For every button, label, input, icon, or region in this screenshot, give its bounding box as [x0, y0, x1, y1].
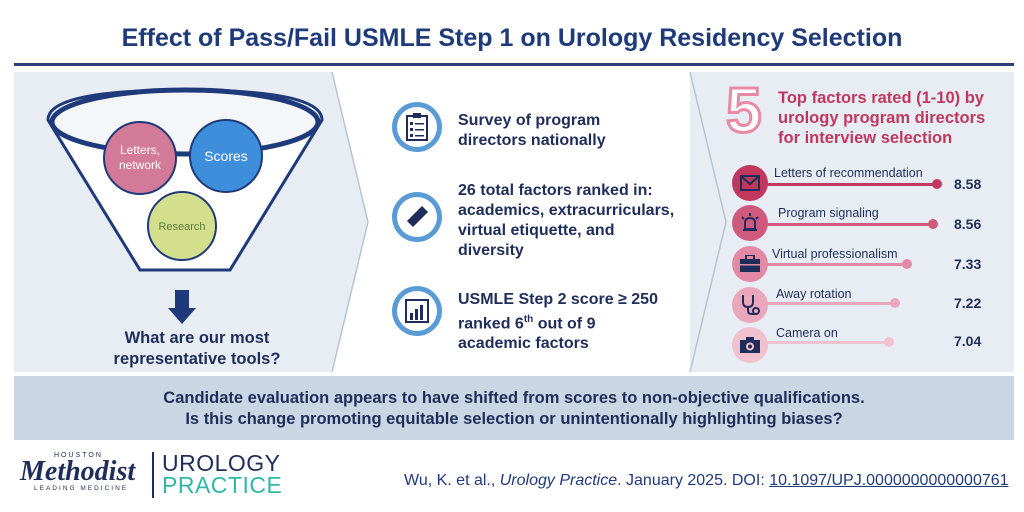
funnel-graphic: Letters, network Scores Research [46, 87, 324, 324]
briefcase-icon [732, 246, 768, 282]
funnel-circle-letters: Letters, [120, 143, 160, 157]
factor-dot-away [890, 298, 900, 308]
factor-value-camera: 7.04 [954, 333, 982, 349]
factor-bar-letters [766, 183, 936, 186]
conclusion-text: Candidate evaluation appears to have shi… [163, 389, 865, 428]
factor-bar-camera [766, 341, 888, 344]
factor-value-signaling: 8.56 [954, 216, 982, 232]
page-title: Effect of Pass/Fail USMLE Step 1 on Urol… [121, 24, 903, 52]
practice-logo-text: PRACTICE [162, 472, 283, 498]
factor-value-virtual: 7.33 [954, 256, 982, 272]
pencil-icon [392, 192, 442, 242]
factor-bar-away [766, 302, 894, 305]
funnel-circle-network: network [119, 158, 162, 172]
factor-dot-virtual [902, 259, 912, 269]
big-number-five: 5 [725, 74, 764, 146]
citation: Wu, K. et al., Urology Practice. January… [404, 472, 1009, 489]
houston-methodist-logo: HOUSTON Methodist LEADING MEDICINE [20, 452, 136, 492]
bar-chart-icon [392, 286, 442, 336]
chevron-divider-left [318, 72, 369, 372]
factor-label-virtual: Virtual professionalism [772, 247, 898, 261]
factor-dot-signaling [928, 219, 938, 229]
stethoscope-icon [732, 287, 768, 323]
alarm-light-icon [732, 205, 768, 241]
conclusion-band [14, 376, 1014, 440]
factor-value-away: 7.22 [954, 295, 982, 311]
factor-value-letters: 8.58 [954, 176, 982, 192]
doi-link[interactable]: 10.1097/UPJ.0000000000000761 [769, 472, 1009, 489]
factor-bar-signaling [766, 223, 932, 226]
clipboard-checklist-icon [392, 102, 442, 152]
factors-text: 26 total factors ranked in: academics, e… [458, 182, 675, 259]
title-divider [14, 63, 1014, 66]
usmle-text: USMLE Step 2 score ≥ 250 ranked 6th out … [458, 291, 658, 353]
envelope-icon [732, 165, 768, 201]
funnel-circle-scores: Scores [204, 148, 248, 164]
camera-icon [732, 327, 768, 363]
factor-label-letters: Letters of recommendation [774, 166, 923, 180]
top-factors-heading: Top factors rated (1-10) by urology prog… [778, 89, 986, 147]
factor-label-away: Away rotation [776, 287, 852, 301]
funnel-circle-research: Research [158, 221, 205, 233]
factor-bar-virtual [766, 263, 906, 266]
factor-dot-letters [932, 179, 942, 189]
urology-logo-text: UROLOGY [162, 450, 281, 476]
survey-text: Survey of program directors nationally [458, 112, 606, 149]
chevron-divider-right [689, 72, 730, 372]
logo-divider [152, 452, 154, 498]
factor-label-signaling: Program signaling [778, 206, 879, 220]
factor-dot-camera [884, 337, 894, 347]
factor-label-camera: Camera on [776, 326, 838, 340]
funnel-question: What are our most representative tools? [113, 329, 281, 368]
